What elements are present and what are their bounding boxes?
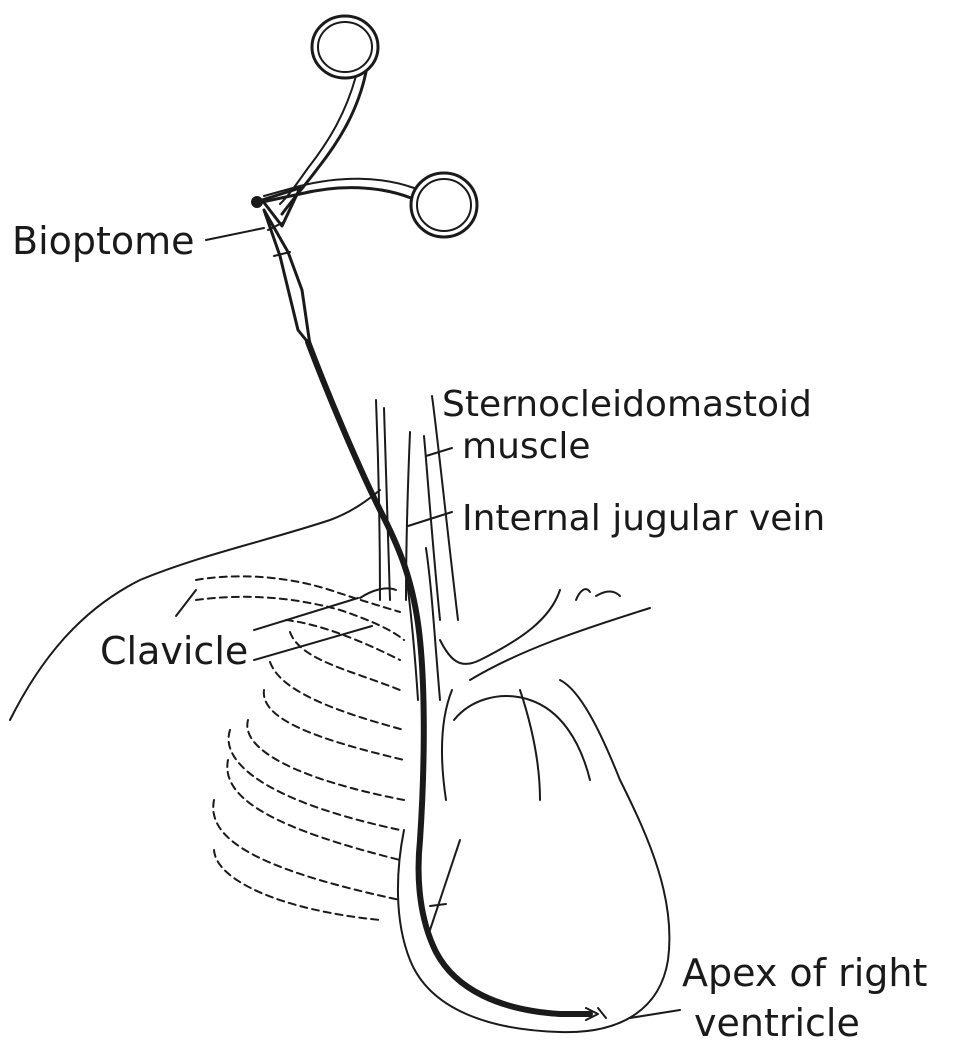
clavicle-and-ribs [196, 576, 404, 920]
bioptome-leader [206, 228, 264, 240]
heart-outline [398, 680, 670, 1032]
bioptome-upper-arm [282, 72, 366, 214]
bioptome-hinge [251, 196, 263, 208]
shoulder-outline [10, 490, 380, 720]
scm-label-line1: Sternocleidomastoid [442, 384, 812, 425]
ijv-label: Internal jugular vein [462, 498, 825, 539]
bioptome-label: Bioptome [12, 219, 195, 263]
clavicle-outline [196, 576, 400, 612]
bioptome-upper-ring [312, 16, 378, 78]
scm-label-line2: muscle [462, 426, 591, 467]
apex-label-line1: Apex of right [682, 951, 927, 995]
bioptome-lower-ring [411, 173, 477, 237]
apex-label-line2: ventricle [694, 1001, 860, 1045]
clavicle-label: Clavicle [100, 629, 248, 673]
bioptome-instrument [251, 16, 477, 345]
bioptome-shaft-body [264, 210, 310, 345]
apex-leader [630, 1010, 680, 1018]
